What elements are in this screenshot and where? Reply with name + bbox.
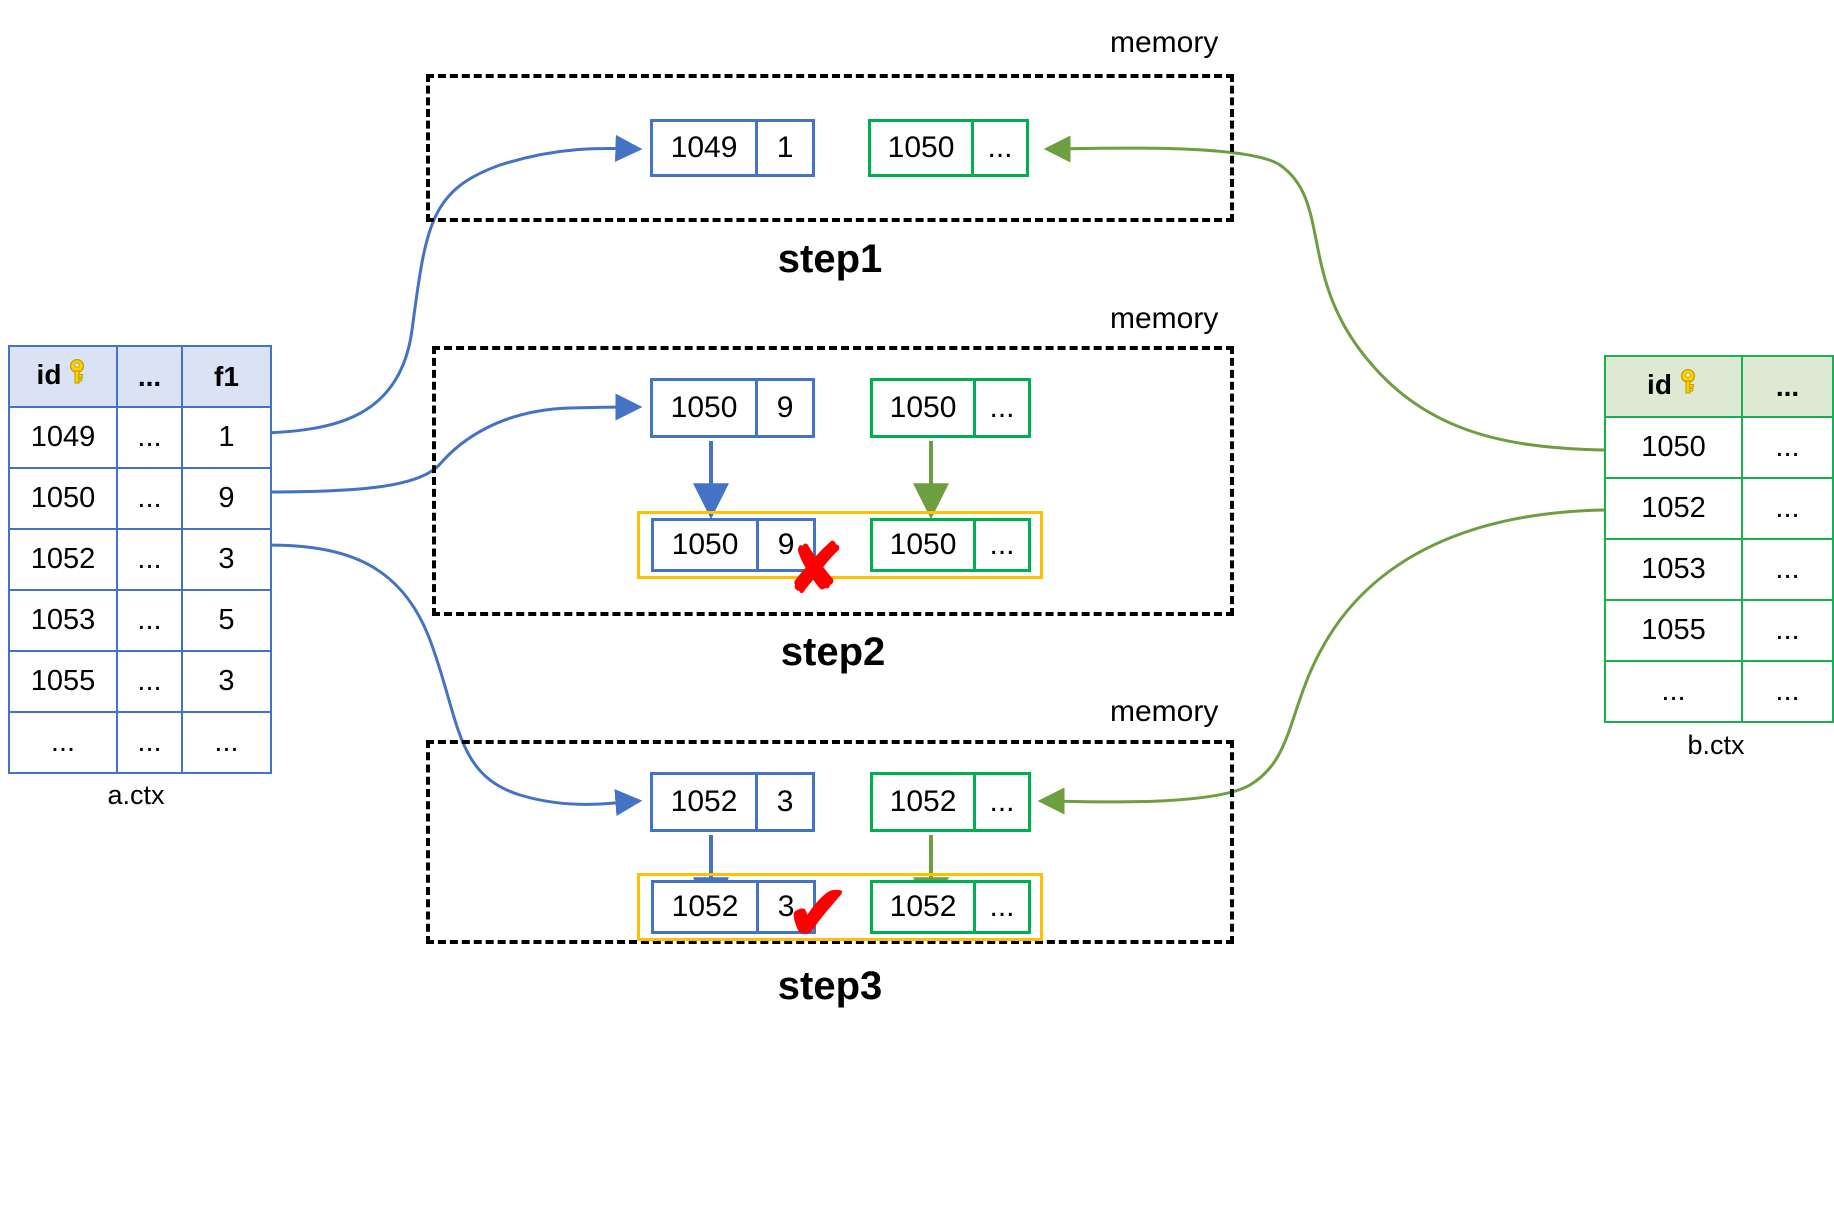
record-f1-cell: 3	[756, 883, 813, 931]
record-green-step1: 1050 ...	[868, 119, 1029, 177]
cell-f1: 3	[181, 650, 272, 713]
table-row: 1052 ...	[1604, 477, 1834, 540]
record-f1-cell: 3	[755, 775, 812, 829]
cell-id: 1049	[8, 406, 118, 469]
cell-ellipsis: ...	[116, 589, 183, 652]
table-row: 1053 ...	[1604, 538, 1834, 601]
record-blue-step3-top: 1052 3	[650, 772, 815, 832]
memory-panel-step1	[426, 74, 1234, 222]
step-label-step3: step3	[777, 964, 883, 1008]
col-header-id: id	[1604, 355, 1743, 418]
table-a-body: 1049 ... 1 1050 ... 9 1052 ... 3 1053 ..…	[8, 406, 272, 774]
cell-f1: 1	[181, 406, 272, 469]
caption-a-ctx: a.ctx	[107, 780, 165, 810]
table-row: 1053 ... 5	[8, 589, 272, 652]
cell-ellipsis: ...	[116, 528, 183, 591]
table-row: 1050 ...	[1604, 416, 1834, 479]
col-header-id-label: id	[36, 359, 62, 391]
table-row: 1052 ... 3	[8, 528, 272, 591]
record-id-cell: 1049	[653, 122, 756, 174]
record-rest-cell: ...	[973, 775, 1028, 829]
cell-f1: 3	[181, 528, 272, 591]
table-row: 1055 ...	[1604, 599, 1834, 662]
memory-label-step1: memory	[1110, 26, 1219, 59]
cell-ellipsis: ...	[1741, 538, 1834, 601]
col-header-id-label: id	[1647, 369, 1672, 401]
caption-b-ctx: b.ctx	[1687, 730, 1745, 760]
compare-group-step3	[637, 873, 1043, 941]
record-rest-cell: ...	[973, 381, 1028, 435]
cell-id: 1052	[1604, 477, 1743, 540]
table-a-ctx: id ... f1 1049 ...	[8, 345, 272, 774]
cell-ellipsis: ...	[116, 711, 183, 774]
table-row: ... ... ...	[8, 711, 272, 774]
cell-id: 1055	[1604, 599, 1743, 662]
col-header-id: id	[8, 345, 118, 408]
record-f1-cell: 1	[755, 122, 812, 174]
record-id-cell: 1052	[654, 883, 757, 931]
table-row: ... ...	[1604, 660, 1834, 723]
record-green-step2-top: 1050 ...	[870, 378, 1031, 438]
key-icon	[65, 358, 89, 392]
compare-group-step2	[637, 511, 1043, 579]
cell-ellipsis: ...	[116, 650, 183, 713]
cell-ellipsis: ...	[116, 406, 183, 469]
step-label-step2: step2	[780, 630, 886, 674]
cell-ellipsis: ...	[1741, 599, 1834, 662]
table-a-header-row: id ... f1	[8, 345, 272, 408]
memory-panel-step2	[432, 346, 1234, 616]
table-b-ctx: id ... 1050 ...	[1604, 355, 1834, 723]
record-id-cell: 1050	[653, 381, 756, 435]
cell-ellipsis: ...	[116, 467, 183, 530]
record-rest-cell: ...	[973, 883, 1028, 931]
record-green-step2-compare: 1050 ...	[870, 518, 1031, 572]
cell-id: 1050	[1604, 416, 1743, 479]
step-label-step1: step1	[777, 237, 883, 281]
record-id-cell: 1052	[653, 775, 756, 829]
record-rest-cell: ...	[973, 521, 1028, 569]
record-id-cell: 1052	[873, 775, 974, 829]
record-blue-step3-compare: 1052 3	[651, 880, 816, 934]
cell-id: 1053	[1604, 538, 1743, 601]
record-blue-step2-compare: 1050 9	[651, 518, 816, 572]
cell-f1: 5	[181, 589, 272, 652]
record-rest-cell: ...	[971, 122, 1026, 174]
col-header-f1: f1	[181, 345, 272, 408]
record-f1-cell: 9	[755, 381, 812, 435]
memory-label-step2: memory	[1110, 302, 1219, 335]
table-row: 1055 ... 3	[8, 650, 272, 713]
record-id-cell: 1050	[873, 521, 974, 569]
table-b-header-row: id ...	[1604, 355, 1834, 418]
record-green-step3-compare: 1052 ...	[870, 880, 1031, 934]
cell-ellipsis: ...	[1741, 477, 1834, 540]
table-row: 1050 ... 9	[8, 467, 272, 530]
cross-mark-icon: ✘	[787, 531, 844, 607]
cell-id: ...	[8, 711, 118, 774]
cell-ellipsis: ...	[1741, 660, 1834, 723]
cell-id: ...	[1604, 660, 1743, 723]
cell-id: 1055	[8, 650, 118, 713]
record-green-step3-top: 1052 ...	[870, 772, 1031, 832]
record-id-cell: 1050	[873, 381, 974, 435]
record-id-cell: 1052	[873, 883, 974, 931]
check-mark-icon: ✔	[786, 871, 850, 956]
cell-id: 1050	[8, 467, 118, 530]
cell-f1: 9	[181, 467, 272, 530]
record-id-cell: 1050	[654, 521, 757, 569]
cell-ellipsis: ...	[1741, 416, 1834, 479]
col-header-ellipsis: ...	[116, 345, 183, 408]
cell-f1: ...	[181, 711, 272, 774]
table-b-body: 1050 ... 1052 ... 1053 ... 1055 ... ... …	[1604, 416, 1834, 723]
memory-label-step3: memory	[1110, 695, 1219, 728]
cell-id: 1052	[8, 528, 118, 591]
cell-id: 1053	[8, 589, 118, 652]
table-row: 1049 ... 1	[8, 406, 272, 469]
record-id-cell: 1050	[871, 122, 972, 174]
memory-panel-step3	[426, 740, 1234, 944]
record-blue-step1: 1049 1	[650, 119, 815, 177]
record-f1-cell: 9	[756, 521, 813, 569]
key-icon	[1676, 368, 1700, 402]
record-blue-step2-top: 1050 9	[650, 378, 815, 438]
col-header-ellipsis: ...	[1741, 355, 1834, 418]
